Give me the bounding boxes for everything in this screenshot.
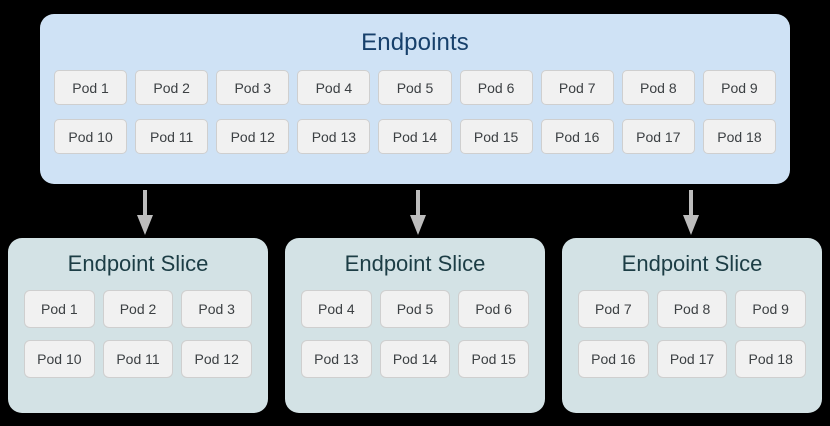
pod-box[interactable]: Pod 11	[102, 340, 174, 378]
pod-box[interactable]: Pod 17	[656, 340, 728, 378]
endpoint-slice-container-3: Endpoint Slice Pod 7 Pod 8 Pod 9 Pod 16 …	[562, 238, 822, 413]
pod-box[interactable]: Pod 8	[656, 290, 728, 328]
endpoint-slice-pod-grid: Pod 4 Pod 5 Pod 6 Pod 13 Pod 14 Pod 15	[285, 290, 545, 378]
endpoints-pod-row-1: Pod 1 Pod 2 Pod 3 Pod 4 Pod 5 Pod 6 Pod …	[54, 70, 776, 105]
slice-pod-row-1: Pod 4 Pod 5 Pod 6	[301, 290, 530, 328]
pod-box[interactable]: Pod 5	[378, 70, 452, 105]
endpoint-slice-container-2: Endpoint Slice Pod 4 Pod 5 Pod 6 Pod 13 …	[285, 238, 545, 413]
arrow-down-icon	[410, 190, 426, 235]
endpoint-slice-pod-grid: Pod 1 Pod 2 Pod 3 Pod 10 Pod 11 Pod 12	[8, 290, 268, 378]
endpoint-slice-title: Endpoint Slice	[67, 251, 209, 276]
pod-box[interactable]: Pod 15	[458, 340, 530, 378]
endpoint-slice-pod-grid: Pod 7 Pod 8 Pod 9 Pod 16 Pod 17 Pod 18	[562, 290, 822, 378]
pod-box[interactable]: Pod 5	[379, 290, 451, 328]
pod-box[interactable]: Pod 10	[54, 119, 128, 154]
arrow-down-icon	[137, 190, 153, 235]
endpoints-pod-grid: Pod 1 Pod 2 Pod 3 Pod 4 Pod 5 Pod 6 Pod …	[40, 70, 790, 154]
pod-box[interactable]: Pod 13	[301, 340, 372, 378]
endpoints-container: Endpoints Pod 1 Pod 2 Pod 3 Pod 4 Pod 5 …	[40, 14, 790, 184]
pod-box[interactable]: Pod 4	[297, 70, 371, 105]
pod-box[interactable]: Pod 2	[135, 70, 209, 105]
pod-box[interactable]: Pod 9	[735, 290, 807, 328]
pod-box[interactable]: Pod 3	[181, 290, 253, 328]
pod-box[interactable]: Pod 11	[135, 119, 209, 154]
pod-box[interactable]: Pod 14	[379, 340, 451, 378]
pod-box[interactable]: Pod 14	[378, 119, 452, 154]
pod-box[interactable]: Pod 18	[735, 340, 807, 378]
pod-box[interactable]: Pod 7	[540, 70, 614, 105]
pod-box[interactable]: Pod 13	[297, 119, 371, 154]
arrow-down-icon	[683, 190, 699, 235]
endpoints-pod-row-2: Pod 10 Pod 11 Pod 12 Pod 13 Pod 14 Pod 1…	[54, 119, 776, 154]
pod-box[interactable]: Pod 17	[621, 119, 695, 154]
slice-pod-row-1: Pod 7 Pod 8 Pod 9	[578, 290, 807, 328]
pod-box[interactable]: Pod 7	[578, 290, 649, 328]
pod-box[interactable]: Pod 16	[540, 119, 614, 154]
pod-box[interactable]: Pod 2	[102, 290, 174, 328]
pod-box[interactable]: Pod 4	[301, 290, 372, 328]
pod-box[interactable]: Pod 12	[181, 340, 253, 378]
endpoint-slice-title: Endpoint Slice	[621, 251, 763, 276]
pod-box[interactable]: Pod 6	[459, 70, 533, 105]
pod-box[interactable]: Pod 18	[702, 119, 776, 154]
slice-pod-row-2: Pod 10 Pod 11 Pod 12	[24, 340, 253, 378]
slice-pod-row-1: Pod 1 Pod 2 Pod 3	[24, 290, 253, 328]
pod-box[interactable]: Pod 6	[458, 290, 530, 328]
pod-box[interactable]: Pod 12	[216, 119, 290, 154]
pod-box[interactable]: Pod 9	[702, 70, 776, 105]
pod-box[interactable]: Pod 10	[24, 340, 95, 378]
pod-box[interactable]: Pod 16	[578, 340, 649, 378]
slice-pod-row-2: Pod 16 Pod 17 Pod 18	[578, 340, 807, 378]
endpoint-slice-container-1: Endpoint Slice Pod 1 Pod 2 Pod 3 Pod 10 …	[8, 238, 268, 413]
endpoint-slice-title: Endpoint Slice	[344, 251, 486, 276]
slice-pod-row-2: Pod 13 Pod 14 Pod 15	[301, 340, 530, 378]
pod-box[interactable]: Pod 1	[24, 290, 95, 328]
pod-box[interactable]: Pod 1	[54, 70, 128, 105]
pod-box[interactable]: Pod 3	[216, 70, 290, 105]
pod-box[interactable]: Pod 8	[621, 70, 695, 105]
endpoints-title: Endpoints	[361, 29, 469, 56]
pod-box[interactable]: Pod 15	[459, 119, 533, 154]
